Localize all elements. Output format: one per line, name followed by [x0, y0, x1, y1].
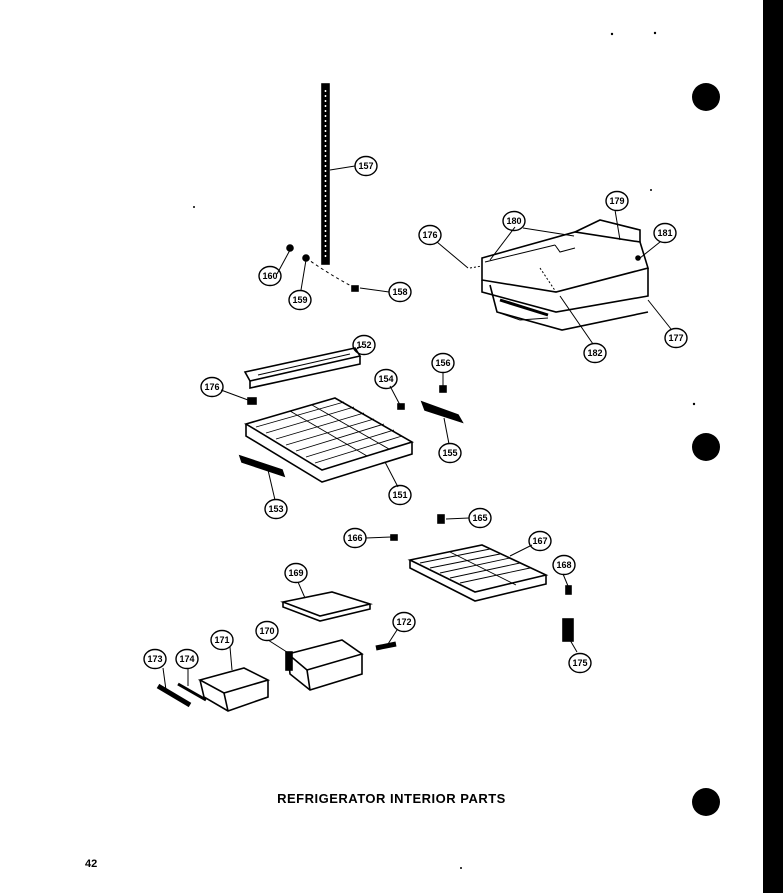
callout-label: 169	[288, 568, 303, 578]
callout-165: 165	[468, 507, 492, 529]
crisper-cover-assembly-drawing	[469, 219, 650, 331]
callout-label: 152	[356, 340, 371, 350]
callout-174: 174	[175, 648, 199, 670]
callout-label: 166	[347, 533, 362, 543]
callout-169: 169	[284, 562, 308, 584]
callout-bubbles: 157 160 159 158 176 180 179 181 177 182 …	[143, 155, 688, 674]
callout-label: 159	[292, 295, 307, 305]
crisper-pan-small-drawing	[197, 667, 271, 712]
callout-label: 165	[472, 513, 487, 523]
callout-label: 157	[358, 161, 373, 171]
callout-160: 160	[258, 265, 282, 287]
lower-shelf-hardware-drawing	[390, 514, 445, 541]
clip-drawing	[565, 585, 572, 595]
callout-171: 171	[210, 629, 234, 651]
shelf-rail-upper-drawing	[243, 347, 362, 389]
punch-hole-middle	[692, 433, 720, 461]
callout-173: 173	[143, 648, 167, 670]
spring-drawing	[562, 618, 574, 642]
callout-170: 170	[255, 620, 279, 642]
glass-shelf-drawing	[280, 591, 373, 622]
scan-specks	[193, 31, 696, 869]
callout-label: 181	[657, 228, 672, 238]
callout-label: 170	[259, 626, 274, 636]
callout-label: 179	[609, 196, 624, 206]
callout-181: 181	[653, 222, 677, 244]
shelf-standard-drawing	[321, 83, 330, 265]
callout-label: 180	[506, 216, 521, 226]
punch-hole-top	[692, 83, 720, 111]
callout-label: 174	[179, 654, 194, 664]
callout-label: 154	[378, 374, 393, 384]
callout-179: 179	[605, 190, 629, 212]
callout-175: 175	[568, 652, 592, 674]
callout-157: 157	[354, 155, 378, 177]
callout-label: 156	[435, 358, 450, 368]
callout-label: 175	[572, 658, 587, 668]
callout-156: 156	[431, 352, 455, 374]
callout-label: 160	[262, 271, 277, 281]
callout-155: 155	[438, 442, 462, 464]
callout-label: 173	[147, 654, 162, 664]
callout-158: 158	[388, 281, 412, 303]
callout-168: 168	[552, 554, 576, 576]
slide-rail-drawing	[156, 682, 207, 708]
wire-shelf-drawing	[244, 397, 414, 483]
callout-label: 177	[668, 333, 683, 343]
callout-176-mid: 176	[200, 376, 224, 398]
callout-180: 180	[502, 210, 526, 232]
callout-label: 153	[268, 504, 283, 514]
pin-drawing	[375, 641, 397, 651]
callout-177: 177	[664, 327, 688, 349]
punch-hole-bottom	[692, 788, 720, 816]
shelf-hardware-drawing	[247, 385, 447, 410]
callout-176-top: 176	[418, 224, 442, 246]
callout-152: 152	[352, 334, 376, 356]
page-title: REFRIGERATOR INTERIOR PARTS	[277, 791, 506, 806]
callout-153: 153	[264, 498, 288, 520]
page-number: 42	[85, 858, 98, 870]
callout-label: 168	[556, 560, 571, 570]
callout-172: 172	[392, 611, 416, 633]
binder-edge	[763, 0, 783, 893]
callout-151: 151	[388, 484, 412, 506]
callout-167: 167	[528, 530, 552, 552]
shelf-bracket-right-drawing	[420, 400, 464, 424]
callout-182: 182	[583, 342, 607, 364]
crisper-pan-large-drawing	[285, 639, 364, 691]
callout-label: 167	[532, 536, 547, 546]
callout-159: 159	[288, 289, 312, 311]
callout-166: 166	[343, 527, 367, 549]
callout-label: 151	[392, 490, 407, 500]
shelf-bracket-left-drawing	[238, 454, 286, 478]
callout-label: 155	[442, 448, 457, 458]
leader-lines	[162, 165, 672, 691]
callout-label: 182	[587, 348, 602, 358]
callout-label: 172	[396, 617, 411, 627]
callout-label: 171	[214, 635, 229, 645]
callout-label: 176	[204, 382, 219, 392]
lower-wire-shelf-drawing	[407, 544, 549, 602]
callout-label: 176	[422, 230, 437, 240]
callout-154: 154	[374, 368, 398, 390]
callout-label: 158	[392, 287, 407, 297]
